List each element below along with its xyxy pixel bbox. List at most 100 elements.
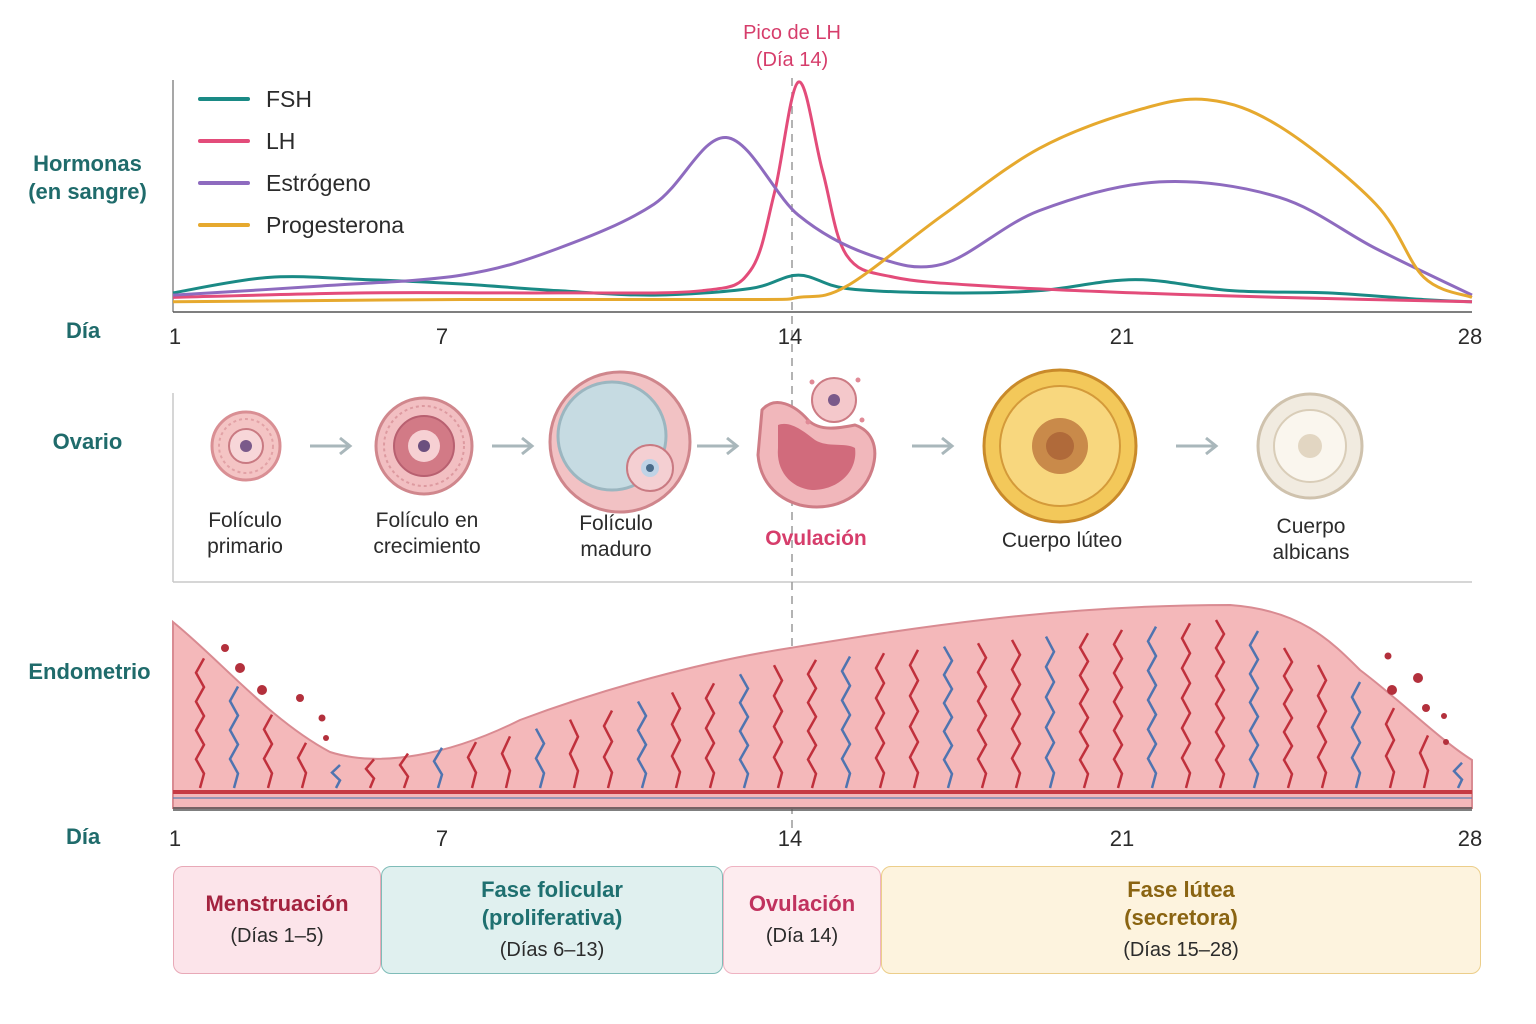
- stage-label-corpus-luteum: Cuerpo lúteo: [1001, 529, 1123, 552]
- spiral-artery: [330, 764, 342, 789]
- arrow-icon: [492, 436, 535, 456]
- phase-days: (Día 14): [765, 925, 839, 947]
- spiral-artery: [500, 735, 512, 789]
- endometrium-illustration: [172, 603, 1473, 809]
- spiral-artery: [1384, 707, 1396, 789]
- spiral-artery: [1350, 681, 1362, 789]
- lh-peak-day: (Día 14): [755, 49, 829, 71]
- stage-arrows: [310, 436, 1219, 456]
- stage-label-primary-follicle: Folículo primario: [207, 509, 283, 558]
- spiral-artery: [772, 664, 784, 789]
- chart-legend: FSH LH Estrógeno Progesterona: [198, 78, 404, 246]
- stage-label-mature-follicle: Folículo maduro: [579, 512, 653, 561]
- legend-swatch: [198, 181, 250, 185]
- legend-swatch: [198, 97, 250, 101]
- series-line-progesterona: [172, 97, 1473, 304]
- tick-label: 28: [1457, 826, 1483, 851]
- day-axis-label-bottom: Día: [66, 824, 101, 849]
- phase-days: (Días 1–5): [230, 925, 324, 947]
- spiral-artery: [1044, 636, 1056, 789]
- tick-label: 14: [777, 324, 803, 349]
- tick-label: 14: [777, 826, 803, 851]
- legend-label: Estrógeno: [266, 169, 371, 196]
- spiral-artery: [364, 758, 376, 789]
- stage-label-ovulation: Ovulación: [765, 527, 867, 550]
- spiral-artery: [1452, 761, 1464, 789]
- tick-label: 21: [1109, 324, 1135, 349]
- spiral-artery: [1180, 622, 1192, 789]
- tick-label: 1: [168, 324, 182, 349]
- spiral-artery: [874, 652, 886, 789]
- spiral-artery: [262, 714, 274, 789]
- phase-luteal: Fase lútea (secretora) (Días 15–28): [881, 866, 1481, 974]
- spiral-artery: [466, 741, 478, 789]
- tick-label: 7: [435, 324, 449, 349]
- arrow-icon: [1176, 436, 1219, 456]
- spiral-artery: [568, 719, 580, 789]
- spiral-artery: [1112, 629, 1124, 789]
- stage-label-corpus-albicans: Cuerpo albicans: [1272, 515, 1350, 564]
- hormone-series-group: [172, 80, 1473, 304]
- spiral-artery: [228, 685, 240, 789]
- spiral-artery: [840, 655, 852, 789]
- spiral-artery: [1078, 632, 1090, 789]
- follicle-growing-icon: [374, 396, 474, 496]
- corpus-luteum-icon: [982, 368, 1138, 524]
- tick-label: 21: [1109, 826, 1135, 851]
- hormones-row-label: Hormonas (en sangre): [28, 151, 147, 204]
- stage-label-growing-follicle: Folículo en crecimiento: [373, 509, 481, 558]
- spiral-artery: [1316, 664, 1328, 789]
- spiral-artery: [738, 673, 750, 789]
- follicle-mature-icon: [548, 370, 692, 514]
- day-axis-label-top: Día: [66, 318, 101, 343]
- spiral-artery: [1146, 626, 1158, 789]
- lh-peak-annotation: Pico de LH (Día 14): [743, 20, 841, 74]
- phase-title: Ovulación: [748, 891, 856, 916]
- spiral-artery: [534, 728, 546, 789]
- endometrium-row-label: Endometrio: [28, 659, 151, 684]
- spiral-artery: [976, 642, 988, 789]
- legend-label: LH: [266, 127, 296, 154]
- legend-label: FSH: [266, 85, 312, 112]
- spiral-artery: [636, 700, 648, 789]
- phase-title: Fase folicular (proliferativa): [481, 877, 623, 930]
- phase-days: (Días 15–28): [1123, 939, 1239, 961]
- spiral-artery: [806, 659, 818, 789]
- endometrial-glands: [194, 619, 1464, 789]
- legend-label: Progesterona: [266, 211, 405, 238]
- legend-swatch: [198, 139, 250, 143]
- spiral-artery: [908, 649, 920, 789]
- arrow-icon: [697, 436, 740, 456]
- phase-ovulation: Ovulación (Día 14): [723, 866, 881, 974]
- arrow-icon: [310, 436, 353, 456]
- lh-peak-title: Pico de LH: [743, 22, 841, 44]
- legend-item-progesterone: Progesterona: [198, 204, 404, 246]
- phase-title: Fase lútea (secretora): [1124, 877, 1238, 930]
- series-line-lh: [172, 80, 1473, 304]
- legend-item-fsh: FSH: [198, 78, 404, 120]
- spiral-artery: [194, 657, 206, 789]
- spiral-artery: [398, 752, 410, 789]
- ovary-row-label: Ovario: [52, 429, 123, 454]
- spiral-artery: [1282, 647, 1294, 789]
- spiral-artery: [704, 682, 716, 789]
- tick-label: 1: [168, 826, 182, 851]
- spiral-artery: [942, 645, 954, 789]
- spiral-artery: [1010, 639, 1022, 789]
- spiral-artery: [432, 747, 444, 789]
- follicle-primary-icon: [210, 410, 282, 482]
- tick-label: 7: [435, 826, 449, 851]
- spiral-artery: [1248, 630, 1260, 789]
- spiral-artery: [602, 709, 614, 789]
- phase-follicular: Fase folicular (proliferativa) (Días 6–1…: [381, 866, 723, 974]
- legend-item-lh: LH: [198, 120, 404, 162]
- phase-days: (Días 6–13): [499, 939, 605, 961]
- menstrual-drops: [221, 644, 1449, 745]
- ovulation-icon: [756, 377, 877, 509]
- spiral-artery: [1214, 619, 1226, 789]
- corpus-albicans-icon: [1256, 392, 1364, 500]
- tick-label: 28: [1457, 324, 1483, 349]
- spiral-artery: [670, 691, 682, 789]
- spiral-artery: [296, 742, 308, 789]
